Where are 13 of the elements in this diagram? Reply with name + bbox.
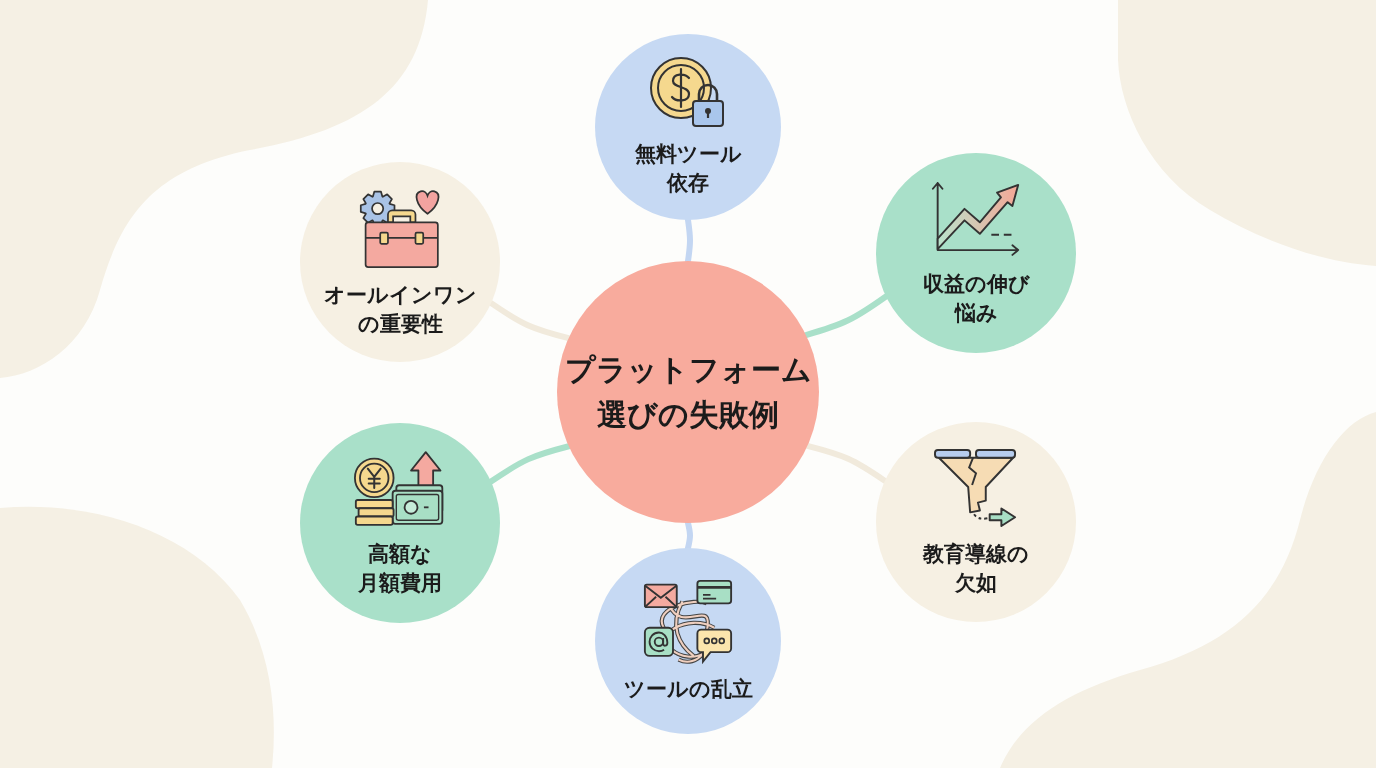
- topic-label: 高額な月額費用: [358, 541, 442, 597]
- connector-line: [804, 442, 888, 484]
- topic-label: ツールの乱立: [623, 675, 753, 703]
- connector-line: [488, 443, 572, 485]
- topic-label: 収益の伸び悩み: [922, 270, 1030, 327]
- hub-label: プラットフォーム選びの失敗例: [564, 351, 812, 434]
- connector-line: [685, 217, 693, 264]
- topic-label: 無料ツール依存: [634, 141, 742, 197]
- connector-line: [685, 520, 693, 551]
- connector-line: [803, 293, 889, 339]
- connector-line: [488, 300, 572, 342]
- topic-label: オールインワンの重要性: [323, 281, 477, 338]
- topic-label: 教育導線の欠如: [923, 541, 1029, 597]
